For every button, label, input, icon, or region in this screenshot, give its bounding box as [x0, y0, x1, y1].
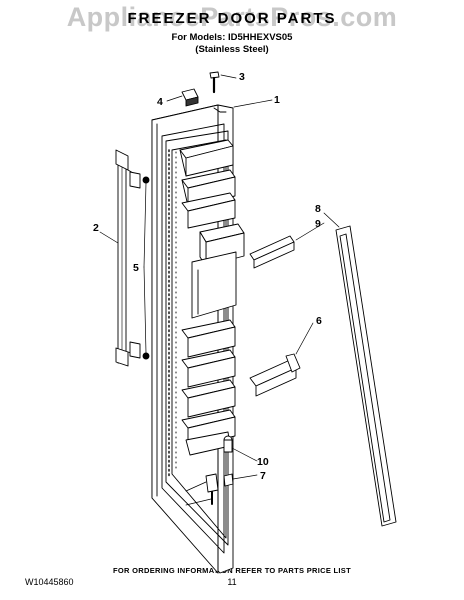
callout-6: 6: [316, 315, 322, 327]
shelf-bracket: [249, 353, 301, 397]
ordering-note: FOR ORDERING INFORMATION REFER TO PARTS …: [113, 566, 351, 575]
door-handle: [115, 149, 150, 367]
lower-hinge-parts: [205, 435, 234, 505]
callout-5: 5: [133, 262, 139, 274]
door-trim-strip: [249, 235, 295, 269]
door-gasket: [335, 225, 397, 527]
callout-10: 10: [257, 456, 269, 468]
model-info: For Models: ID5HHEXVS05 (Stainless Steel…: [0, 32, 464, 56]
models-line: For Models: ID5HHEXVS05: [171, 32, 293, 43]
door-bins: [179, 139, 245, 456]
callout-8: 8: [315, 203, 321, 215]
callout-leaders: [99, 74, 340, 506]
callout-1: 1: [274, 94, 280, 106]
callout-7: 7: [260, 470, 266, 482]
watermark: AppliancePartsPros.com: [66, 2, 398, 32]
top-hinge-parts: [181, 71, 220, 107]
callout-9: 9: [315, 218, 321, 230]
document-number: W10445860: [25, 577, 74, 587]
page-title: FREEZER DOOR PARTS: [127, 10, 337, 27]
callout-4: 4: [157, 96, 163, 108]
callout-3: 3: [239, 71, 245, 83]
callout-2: 2: [93, 222, 99, 234]
page-number: 11: [227, 577, 237, 587]
finish-line: (Stainless Steel): [195, 44, 269, 55]
